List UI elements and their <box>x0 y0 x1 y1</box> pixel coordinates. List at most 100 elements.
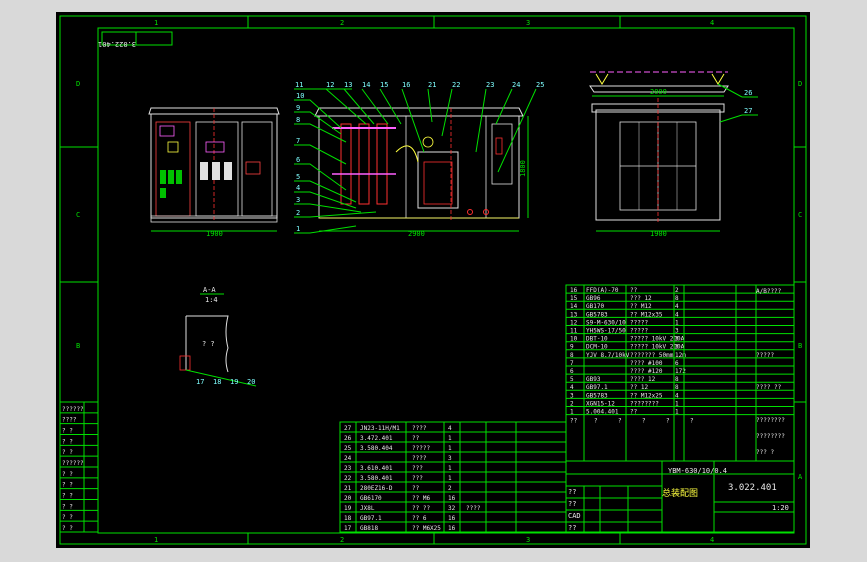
bom-left-name: ?? M6 <box>412 495 430 502</box>
bom-left-no: 24 <box>344 455 352 462</box>
row-label-left-D: D <box>76 80 80 88</box>
bom-left-code: 3.580.404 <box>360 445 393 452</box>
callout-17: 17 <box>196 378 204 386</box>
callout-19: 19 <box>230 378 238 386</box>
title-model: YBM-630/10/0.4 <box>668 467 727 475</box>
bom-left-code: 280EZ16-D <box>360 485 393 492</box>
bom-right-header: ?? <box>570 418 578 425</box>
callout-24: 24 <box>512 81 520 89</box>
title-scale: 1:20 <box>772 504 789 512</box>
bom-right-qty: 172 <box>675 368 686 375</box>
col-label-top-1: 1 <box>154 19 158 27</box>
outer-frame <box>59 15 807 545</box>
callout-2: 2 <box>296 209 300 217</box>
title-block: YBM-630/10/0.4 总装配图 3.022.401 1:20 ?? ??… <box>565 460 795 533</box>
callout-20: 20 <box>247 378 255 386</box>
side-view <box>314 107 524 222</box>
bom-right-qty: 2 <box>675 287 679 294</box>
callouts-top: 11 12 13 14 15 16 21 22 23 24 25 <box>294 81 544 173</box>
bom-left-code: GB818 <box>360 525 378 532</box>
bom-right-name: ???? #100 <box>630 360 663 367</box>
bom-left-no: 17 <box>344 525 352 532</box>
title-row-0: ?? <box>568 488 576 496</box>
bom-left-name: ?? <box>412 485 420 492</box>
bom-left-qty: 4 <box>448 425 452 432</box>
left-strip-cell: ? ? <box>62 503 73 510</box>
col-label-bottom-2: 2 <box>340 536 344 544</box>
bom-right-no: 4 <box>570 384 574 391</box>
bom-right-code: GB5783 <box>586 392 608 399</box>
left-strip-cell: ? ? <box>62 493 73 500</box>
bom-left-no: 27 <box>344 425 352 432</box>
bom-left-name: ?? 6 <box>412 515 427 522</box>
bom-left-name: ?? <box>412 435 420 442</box>
bom-right-note: ???????? <box>756 417 785 424</box>
bom-right-name: ???? 12 <box>630 376 656 383</box>
left-strip-cell: ? ? <box>62 428 73 435</box>
row-label-right-D: D <box>798 80 802 88</box>
callout-21: 21 <box>428 81 436 89</box>
bom-right-no: 12 <box>570 319 578 326</box>
callout-8: 8 <box>296 116 300 124</box>
bom-right-no: 7 <box>570 360 574 367</box>
bom-left-no: 23 <box>344 465 352 472</box>
bom-right-code: YH5WS-17/50 <box>586 328 626 335</box>
callout-7: 7 <box>296 137 300 145</box>
bom-right-qty: 8 <box>675 384 679 391</box>
left-strip-cell: ? ? <box>62 449 73 456</box>
callout-12: 12 <box>326 81 334 89</box>
callout-1: 1 <box>296 225 300 233</box>
bom-left-qty: 16 <box>448 525 456 532</box>
row-label-left-B: B <box>76 342 80 350</box>
bom-left-code: JX8L <box>360 505 375 512</box>
bom-right-qty: 6 <box>675 360 679 367</box>
bom-right-no: 16 <box>570 287 578 294</box>
bom-left-qty: 16 <box>448 515 456 522</box>
bom-right-no: 8 <box>570 352 574 359</box>
col-label-bottom-4: 4 <box>710 536 714 544</box>
bom-right-note: ???????? <box>756 433 785 440</box>
left-strip-cell: ? ? <box>62 525 73 532</box>
col-label-top-3: 3 <box>526 19 530 27</box>
bom-left-qty: 32 <box>448 505 456 512</box>
callout-13: 13 <box>344 81 352 89</box>
title-row-1: ?? <box>568 500 576 508</box>
bom-left-qty: 1 <box>448 435 452 442</box>
bom-right-header: ? <box>642 418 646 425</box>
bom-right-no: 11 <box>570 328 578 335</box>
col-label-bottom-3: 3 <box>526 536 530 544</box>
bom-right-no: 3 <box>570 392 574 399</box>
bom-right-name: ????? 10kV 200A <box>630 344 685 351</box>
callout-23: 23 <box>486 81 494 89</box>
bom-right-qty: 4 <box>675 303 679 310</box>
bom-right-code: YJV 8.7/10kV <box>586 352 630 359</box>
bom-left-qty: 1 <box>448 465 452 472</box>
bom-right-qty: 4 <box>675 392 679 399</box>
bom-right-name: ????? <box>630 319 648 326</box>
side-height: 1800 <box>519 160 527 177</box>
col-label-bottom-1: 1 <box>154 536 158 544</box>
stamp-code: 3.022.401 <box>98 40 136 48</box>
bom-left-code: 3.472.401 <box>360 435 393 442</box>
right-dim-top: 2000 <box>650 88 667 96</box>
bom-right-name: ????? <box>630 328 648 335</box>
left-strip-cell: ? ? <box>62 471 73 478</box>
bom-right-code: DCM-10 <box>586 344 608 351</box>
row-label-right-C: C <box>798 211 802 219</box>
callout-5: 5 <box>296 173 300 181</box>
bom-right-qty: 3 <box>675 336 679 343</box>
bom-right-code: DBT-10 <box>586 336 608 343</box>
bom-right-note: ????? <box>756 352 774 359</box>
bom-right-no: 15 <box>570 295 578 302</box>
bom-left-no: 26 <box>344 435 352 442</box>
left-strip-cell: ?????? <box>62 406 84 413</box>
bom-left-name: ????? <box>412 445 430 452</box>
bom-right-code: XGN15-12 <box>586 400 615 407</box>
callout-11: 11 <box>295 81 303 89</box>
title-row-3: ?? <box>568 524 576 532</box>
left-strip-cell: ? ? <box>62 514 73 521</box>
section-outline <box>186 315 229 373</box>
bom-right-note: A/B???? <box>756 288 782 295</box>
bom-right-no: 13 <box>570 311 578 318</box>
bom-left-code: GB6170 <box>360 495 382 502</box>
